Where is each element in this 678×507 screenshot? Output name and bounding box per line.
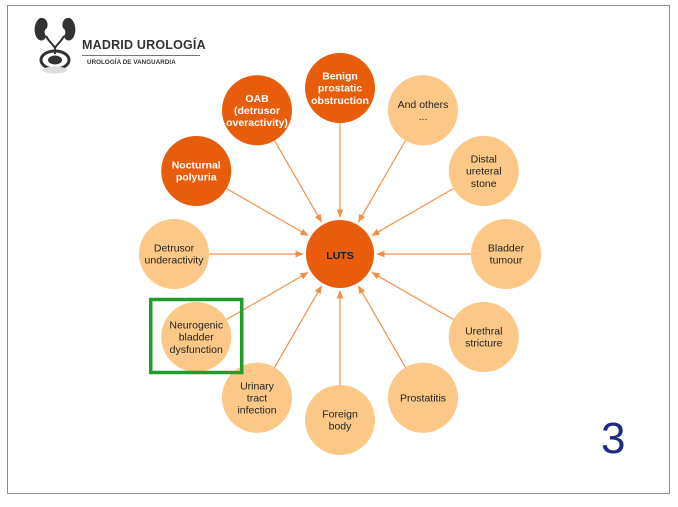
node-label-oab-line: OAB bbox=[245, 93, 269, 105]
node-circle-oab bbox=[222, 75, 292, 146]
center-circle bbox=[306, 220, 374, 288]
node-and-others: And others... bbox=[388, 75, 458, 146]
logo-divider bbox=[82, 55, 200, 56]
arrow-urinary-tract-infection bbox=[273, 285, 323, 368]
node-label-benign-prostatic-obstruction-line: obstruction bbox=[311, 95, 369, 107]
arrows-layer bbox=[209, 123, 471, 385]
highlight-box bbox=[148, 297, 244, 375]
node-label-detrusor-underactivity-line: underactivity bbox=[145, 255, 205, 267]
arrow-and-others bbox=[357, 140, 407, 223]
node-label-foreign-body-line: body bbox=[329, 421, 353, 433]
logo-title: MADRID UROLOGÍA bbox=[82, 38, 206, 52]
node-label-nocturnal-polyuria-line: Nocturnal bbox=[172, 160, 221, 172]
center-node-luts: LUTS bbox=[306, 220, 374, 288]
node-label-urinary-tract-infection-line: Urinary bbox=[240, 380, 275, 392]
arrow-prostatitis bbox=[357, 285, 407, 368]
node-label-neurogenic-bladder-dysfunction-line: bladder bbox=[179, 332, 215, 344]
node-label-benign-prostatic-obstruction-line: prostatic bbox=[318, 83, 363, 95]
node-label-oab-line: (detrusor bbox=[234, 105, 280, 117]
node-label-urethral-stricture-line: stricture bbox=[465, 338, 503, 350]
node-label-prostatitis-line: Prostatitis bbox=[400, 392, 446, 404]
node-label-neurogenic-bladder-dysfunction-line: dysfunction bbox=[170, 344, 223, 356]
node-label-nocturnal-polyuria-line: polyuria bbox=[176, 172, 217, 184]
node-circle-bladder-tumour bbox=[471, 219, 541, 289]
node-circle-and-others bbox=[388, 75, 458, 146]
arrow-oab bbox=[273, 140, 323, 223]
slide-number: 3 bbox=[601, 414, 626, 463]
node-label-urinary-tract-infection-line: tract bbox=[247, 392, 268, 404]
node-label-urethral-stricture-line: Urethral bbox=[465, 326, 502, 338]
center-layer: LUTS bbox=[306, 220, 374, 288]
node-label-bladder-tumour-line: Bladder bbox=[488, 243, 525, 255]
node-label-and-others-line: And others bbox=[398, 99, 449, 111]
node-circle-foreign-body bbox=[305, 385, 375, 455]
node-label-neurogenic-bladder-dysfunction-line: Neurogenic bbox=[169, 320, 223, 332]
node-label-foreign-body-line: Foreign bbox=[322, 409, 358, 421]
node-circle-neurogenic-bladder-dysfunction bbox=[161, 302, 232, 372]
center-label-line: LUTS bbox=[326, 250, 353, 262]
kidney-logo-icon bbox=[34, 17, 76, 74]
madrid-urologia-logo: MADRID UROLOGÍA UROLOGÍA DE VANGUARDIA bbox=[32, 14, 206, 84]
arrow-nocturnal-polyuria bbox=[226, 187, 309, 237]
node-circle-benign-prostatic-obstruction bbox=[305, 53, 375, 123]
arrow-distal-ureteral-stone bbox=[371, 187, 454, 237]
arrow-urethral-stricture bbox=[371, 271, 454, 321]
node-circle-urinary-tract-infection bbox=[222, 362, 292, 433]
node-label-distal-ureteral-stone-line: stone bbox=[471, 178, 497, 190]
node-label-distal-ureteral-stone-line: ureteral bbox=[466, 166, 502, 178]
logo-subtitle: UROLOGÍA DE VANGUARDIA bbox=[87, 59, 176, 66]
node-label-distal-ureteral-stone-line: Distal bbox=[471, 154, 497, 166]
node-circle-distal-ureteral-stone bbox=[448, 136, 519, 206]
node-label-detrusor-underactivity-line: Detrusor bbox=[154, 243, 195, 255]
node-label-benign-prostatic-obstruction-line: Benign bbox=[322, 71, 358, 83]
node-label-and-others-line: ... bbox=[419, 111, 428, 123]
arrow-neurogenic-bladder-dysfunction bbox=[226, 271, 309, 321]
node-circle-urethral-stricture bbox=[448, 302, 519, 372]
node-circle-prostatitis bbox=[388, 362, 458, 433]
node-prostatitis: Prostatitis bbox=[388, 362, 458, 433]
node-circle-detrusor-underactivity bbox=[139, 219, 209, 289]
node-label-oab-line: overactivity) bbox=[226, 117, 288, 129]
node-label-bladder-tumour-line: tumour bbox=[490, 255, 523, 267]
node-label-urinary-tract-infection-line: infection bbox=[237, 405, 276, 417]
node-circle-nocturnal-polyuria bbox=[161, 136, 232, 206]
